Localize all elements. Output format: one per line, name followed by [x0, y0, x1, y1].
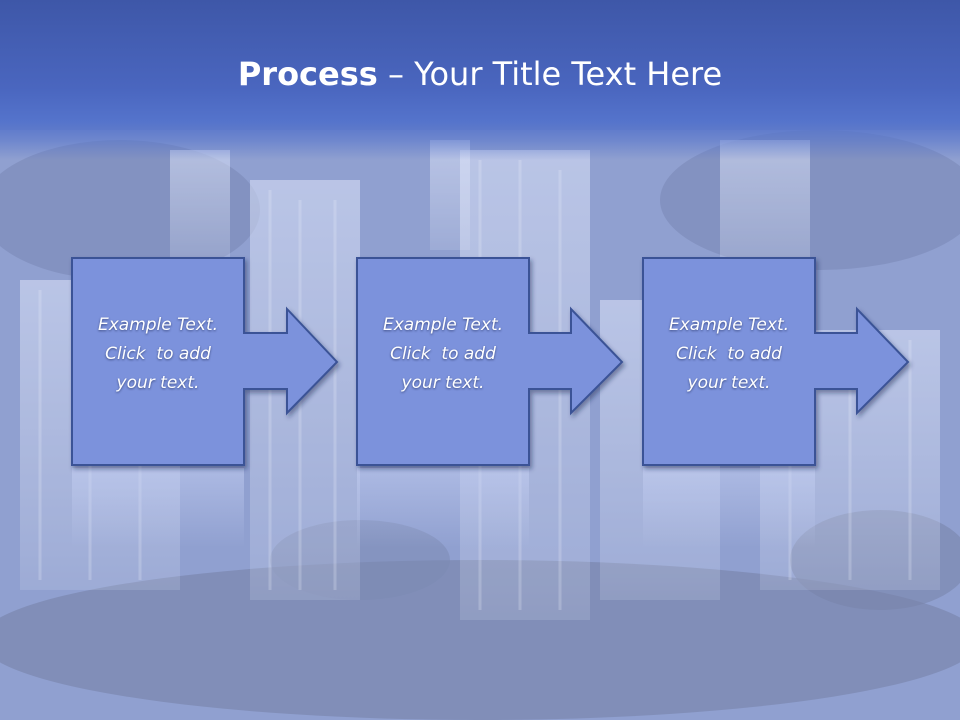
step-1-line-3: your text. — [116, 373, 200, 393]
step-1-line-2: Click to add — [105, 344, 211, 364]
step-2-text[interactable]: Example Text. Click to add your text. — [357, 311, 529, 398]
title-rest: Your Title Text Here — [414, 55, 723, 93]
step-3-text[interactable]: Example Text. Click to add your text. — [643, 311, 815, 398]
step-3-line-1: Example Text. — [668, 315, 790, 335]
step-3-line-2: Click to add — [676, 344, 782, 364]
step-1-line-1: Example Text. — [97, 315, 219, 335]
step-1-reflection — [72, 468, 244, 548]
step-1-shape[interactable] — [71, 257, 339, 466]
step-3-line-3: your text. — [687, 373, 771, 393]
step-2-line-2: Click to add — [390, 344, 496, 364]
step-3-shape[interactable] — [642, 257, 910, 466]
step-2-shape[interactable] — [356, 257, 624, 466]
step-1-text[interactable]: Example Text. Click to add your text. — [72, 311, 244, 398]
title-bold-part: Process — [237, 55, 378, 93]
title-band — [0, 0, 960, 160]
slide-title[interactable]: Process – Your Title Text Here — [0, 52, 960, 96]
step-3-reflection — [643, 468, 815, 548]
title-dash: – — [377, 55, 415, 93]
step-2-reflection — [357, 468, 529, 548]
step-2-line-3: your text. — [401, 373, 485, 393]
step-2-line-1: Example Text. — [382, 315, 504, 335]
